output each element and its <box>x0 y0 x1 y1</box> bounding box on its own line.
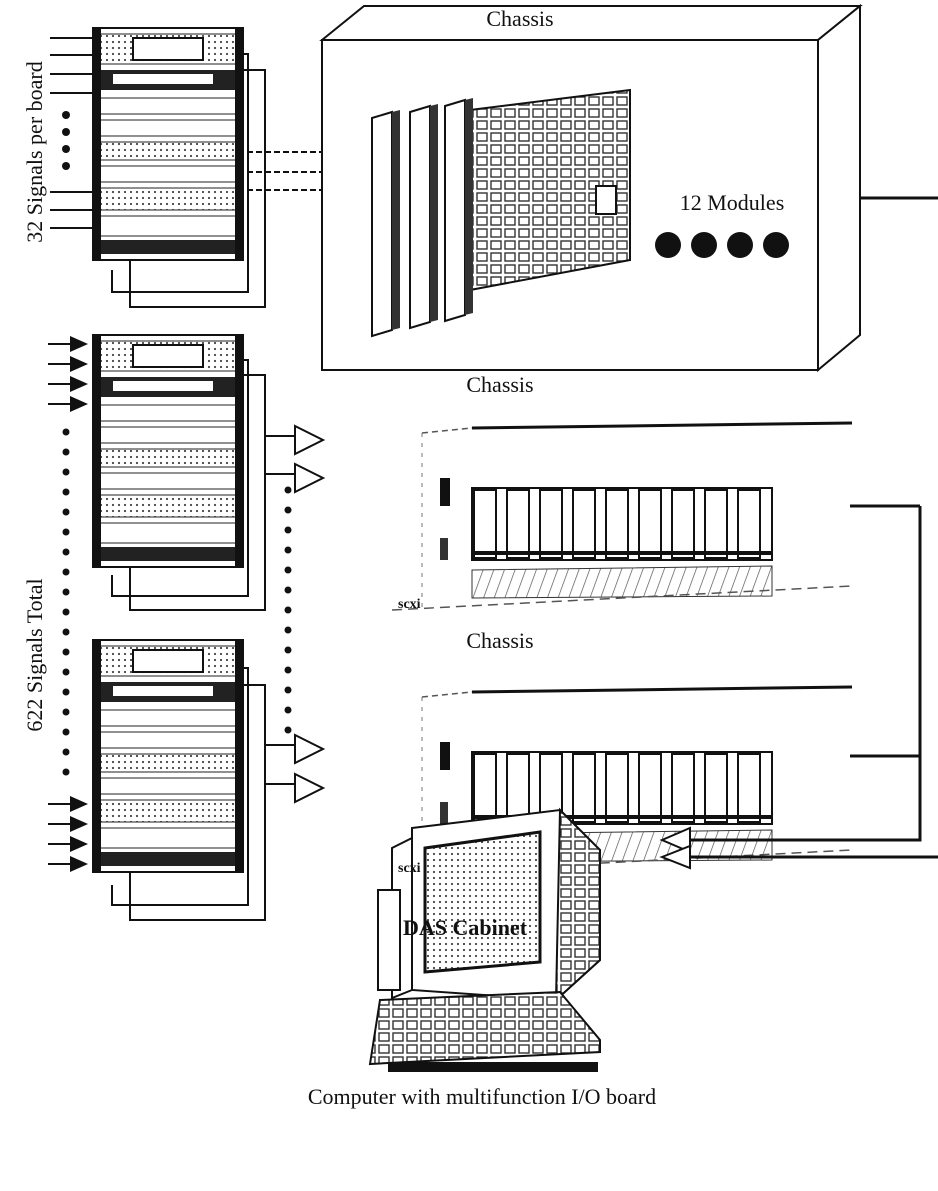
scxi-label-2: scxi <box>398 861 421 876</box>
signal-dots-middle <box>285 487 292 734</box>
signals-per-board-label: 32 Signals per board <box>22 61 47 242</box>
chassis-label-bottom: Chassis <box>466 628 533 653</box>
signal-dots-left <box>63 429 70 776</box>
terminal-board-stack-1 <box>50 28 265 307</box>
computer-icon <box>370 810 600 1072</box>
terminal-board-stack-2 <box>48 335 265 610</box>
modules-label: 12 Modules <box>680 190 785 215</box>
signals-total-label: 622 Signals Total <box>22 578 47 731</box>
scxi-chassis-1 <box>382 408 852 618</box>
terminal-board-stack-3 <box>48 640 265 920</box>
scxi-label-1: scxi <box>398 597 421 612</box>
chassis-label-top: Chassis <box>486 6 553 31</box>
chassis-box-top <box>322 6 860 370</box>
chassis-label-middle: Chassis <box>466 372 533 397</box>
das-cabinet-label: DAS Cabinet <box>403 915 528 940</box>
computer-label: Computer with multifunction I/O board <box>308 1084 656 1109</box>
